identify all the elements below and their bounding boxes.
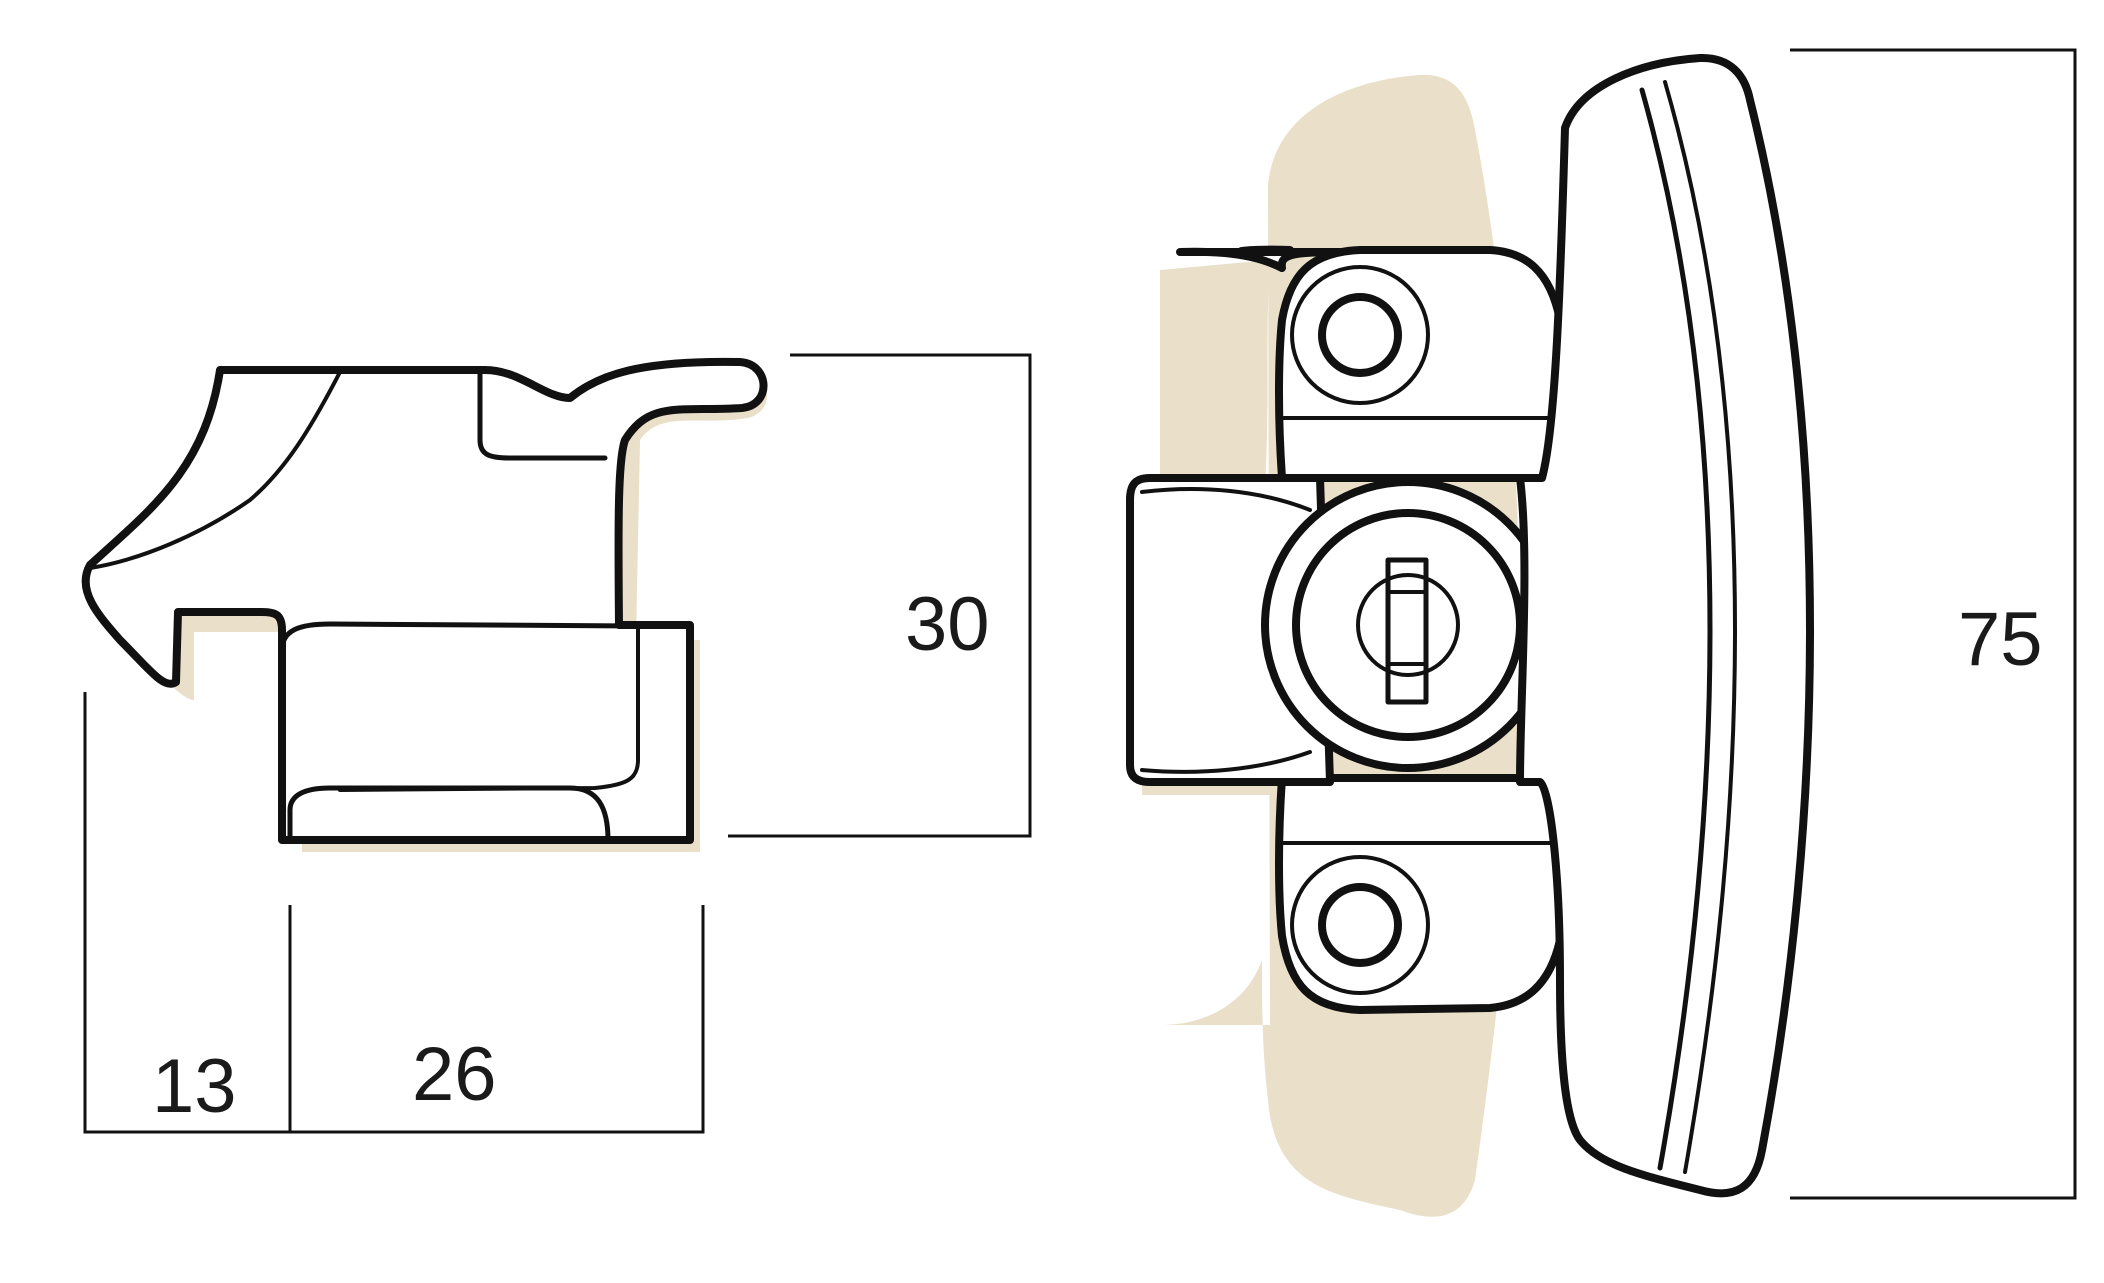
mount-shadow xyxy=(1160,260,1270,490)
top-screw-ring xyxy=(1290,265,1430,405)
latch-side-view xyxy=(81,357,768,852)
latch-inner-block xyxy=(279,621,643,843)
dim-13-26-baseline xyxy=(83,692,705,1134)
lock-keyway-ring xyxy=(1356,573,1460,677)
dim-label-13: 13 xyxy=(152,1044,237,1129)
latch-bottom-slot xyxy=(287,785,611,843)
handle-lever xyxy=(1516,53,1814,1198)
dim-75-line xyxy=(1790,48,2077,1200)
bottom-screw-ring xyxy=(1290,855,1430,995)
lock-keyway-slot xyxy=(1385,557,1429,705)
dim-label-75: 75 xyxy=(1958,597,2043,682)
dim-30-line xyxy=(728,353,1032,838)
handle-front-view xyxy=(1126,53,1814,1217)
dim-label-30: 30 xyxy=(905,582,990,667)
handle-groove-inner xyxy=(1663,80,1737,1174)
bottom-screw-hole xyxy=(1318,883,1402,967)
latch-tongue-recess xyxy=(477,369,608,461)
latch-hook-face-line xyxy=(88,370,342,570)
left-lug-face-bottom xyxy=(1140,750,1312,774)
left-lug-face xyxy=(1140,487,1312,512)
handle-dimensions: 75 xyxy=(1790,48,2077,1200)
top-screw-hole xyxy=(1318,293,1402,377)
latch-inner-block-edge xyxy=(338,626,640,792)
top-ear xyxy=(1236,245,1294,256)
latch-body-outline xyxy=(81,357,768,844)
latch-dimensions: 30 13 26 xyxy=(83,353,1032,1134)
handle-groove-outer xyxy=(1639,87,1713,1171)
dim-label-26: 26 xyxy=(412,1032,497,1117)
